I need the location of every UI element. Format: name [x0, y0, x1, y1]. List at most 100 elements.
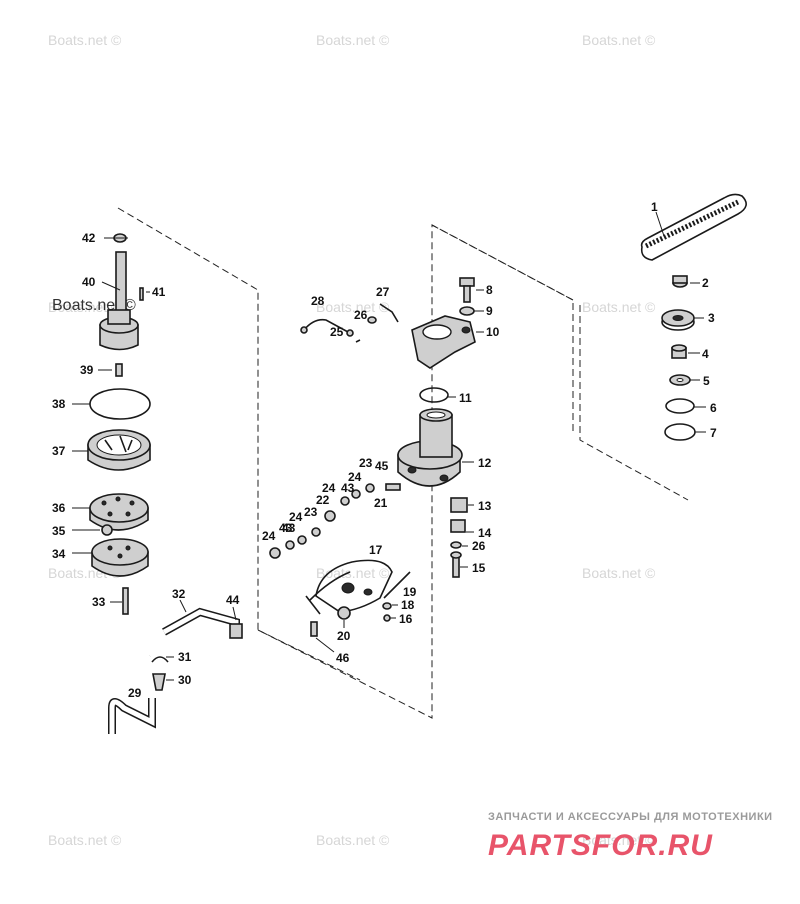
magnet-ring	[89, 493, 149, 531]
belt-pulley-group	[640, 193, 747, 441]
callout-4: 4	[702, 347, 709, 361]
shaft-assembly	[99, 251, 144, 351]
stator-plate	[305, 559, 393, 615]
bearing-ring	[419, 387, 449, 403]
callout-43: 43	[279, 521, 293, 535]
dashed-boundary	[431, 224, 574, 301]
callout-27: 27	[376, 285, 390, 299]
callout-43: 43	[341, 481, 355, 495]
hose-bent	[93, 640, 152, 680]
callout-46: 46	[336, 651, 350, 665]
callout-38: 38	[52, 397, 66, 411]
cable-lead	[300, 318, 361, 343]
screw	[450, 551, 462, 578]
watermark: Boats.net ©	[316, 299, 390, 315]
callout-21: 21	[374, 496, 388, 510]
callout-34: 34	[52, 547, 66, 561]
bushing	[337, 606, 351, 620]
callout-11: 11	[459, 391, 472, 405]
callout-8: 8	[486, 283, 493, 297]
cover	[87, 429, 151, 471]
callout-13: 13	[478, 499, 492, 513]
callout-43: 43	[282, 521, 296, 535]
callout-24: 24	[322, 481, 336, 495]
screw-small	[310, 621, 318, 637]
callout-29: 29	[128, 686, 142, 700]
small-washer	[450, 541, 462, 549]
watermark: Boats.net ©	[48, 299, 122, 315]
fitting	[152, 673, 166, 691]
callout-24: 24	[289, 510, 303, 524]
callout-12: 12	[478, 456, 492, 470]
watermark: Boats.net ©	[48, 32, 122, 48]
brand-logo-text: PARTSFOR.RU	[488, 829, 713, 862]
dashed-boundary	[579, 305, 689, 501]
watermark: Boats.net ©	[582, 832, 656, 848]
callout-24: 24	[262, 529, 276, 543]
callout-15: 15	[472, 561, 486, 575]
callout-18: 18	[401, 598, 415, 612]
o-ring-large	[89, 388, 151, 420]
callout-44: 44	[226, 593, 240, 607]
watermarks: Boats.net © Boats.net © Boats.net © Boat…	[48, 32, 656, 848]
dashed-boundary	[117, 207, 574, 719]
callout-23: 23	[304, 505, 318, 519]
washer	[669, 374, 691, 386]
callout-17: 17	[369, 543, 383, 557]
callout-14: 14	[478, 526, 492, 540]
callout-42: 42	[82, 231, 96, 245]
clamp	[151, 656, 169, 663]
o-ring	[664, 423, 696, 441]
callout-9: 9	[486, 304, 493, 318]
callout-39: 39	[80, 363, 94, 377]
callout-22: 22	[316, 493, 330, 507]
watermark: Boats.net ©	[316, 32, 390, 48]
base-plate	[91, 538, 149, 577]
assembly-boundaries	[117, 207, 689, 719]
washer	[459, 306, 475, 316]
washer-small	[382, 602, 392, 622]
callout-23: 23	[359, 456, 373, 470]
callout-3: 3	[708, 311, 715, 325]
brand-logo-left: PARTS	[488, 829, 592, 862]
pin	[115, 363, 123, 377]
bolt	[459, 277, 475, 303]
bolt-bottom	[122, 587, 129, 615]
callout-26: 26	[354, 308, 368, 322]
hose-u	[108, 698, 156, 734]
leader-lines	[72, 211, 706, 681]
snap-ring	[665, 398, 695, 414]
callout-19: 19	[403, 585, 417, 599]
callout-2: 2	[702, 276, 709, 290]
housing-group	[269, 277, 476, 637]
nut	[672, 275, 688, 288]
watermark: Boats.net ©	[48, 832, 122, 848]
callout-26: 26	[472, 539, 486, 553]
main-housing	[397, 408, 463, 487]
callout-35: 35	[52, 524, 66, 538]
spacer	[671, 344, 687, 359]
drive-belt	[640, 193, 747, 261]
callout-31: 31	[178, 650, 192, 664]
callout-10: 10	[486, 325, 500, 339]
callout-7: 7	[710, 426, 717, 440]
callout-labels: 1 2 3 4 5 6 7 8 9 10 11 12 13 14 26 15 1…	[52, 200, 717, 700]
dashed-boundary	[257, 629, 361, 681]
callout-28: 28	[311, 294, 325, 308]
brand-logo: ЗАПЧАСТИ И АКСЕССУАРЫ ДЛЯ МОТОТЕХНИКИ PA…	[488, 811, 773, 862]
callout-33: 33	[92, 595, 106, 609]
fastener-row	[269, 483, 401, 559]
callout-6: 6	[710, 401, 717, 415]
bracket	[411, 315, 476, 369]
callout-37: 37	[52, 444, 66, 458]
pulley	[661, 309, 695, 331]
callout-32: 32	[172, 587, 186, 601]
callout-16: 16	[399, 612, 413, 626]
flywheel-group	[87, 233, 151, 615]
callout-1: 1	[651, 200, 658, 214]
callout-40: 40	[82, 275, 96, 289]
brand-tagline: ЗАПЧАСТИ И АКСЕССУАРЫ ДЛЯ МОТОТЕХНИКИ	[488, 811, 773, 823]
callout-36: 36	[52, 501, 66, 515]
callout-24: 24	[348, 470, 362, 484]
